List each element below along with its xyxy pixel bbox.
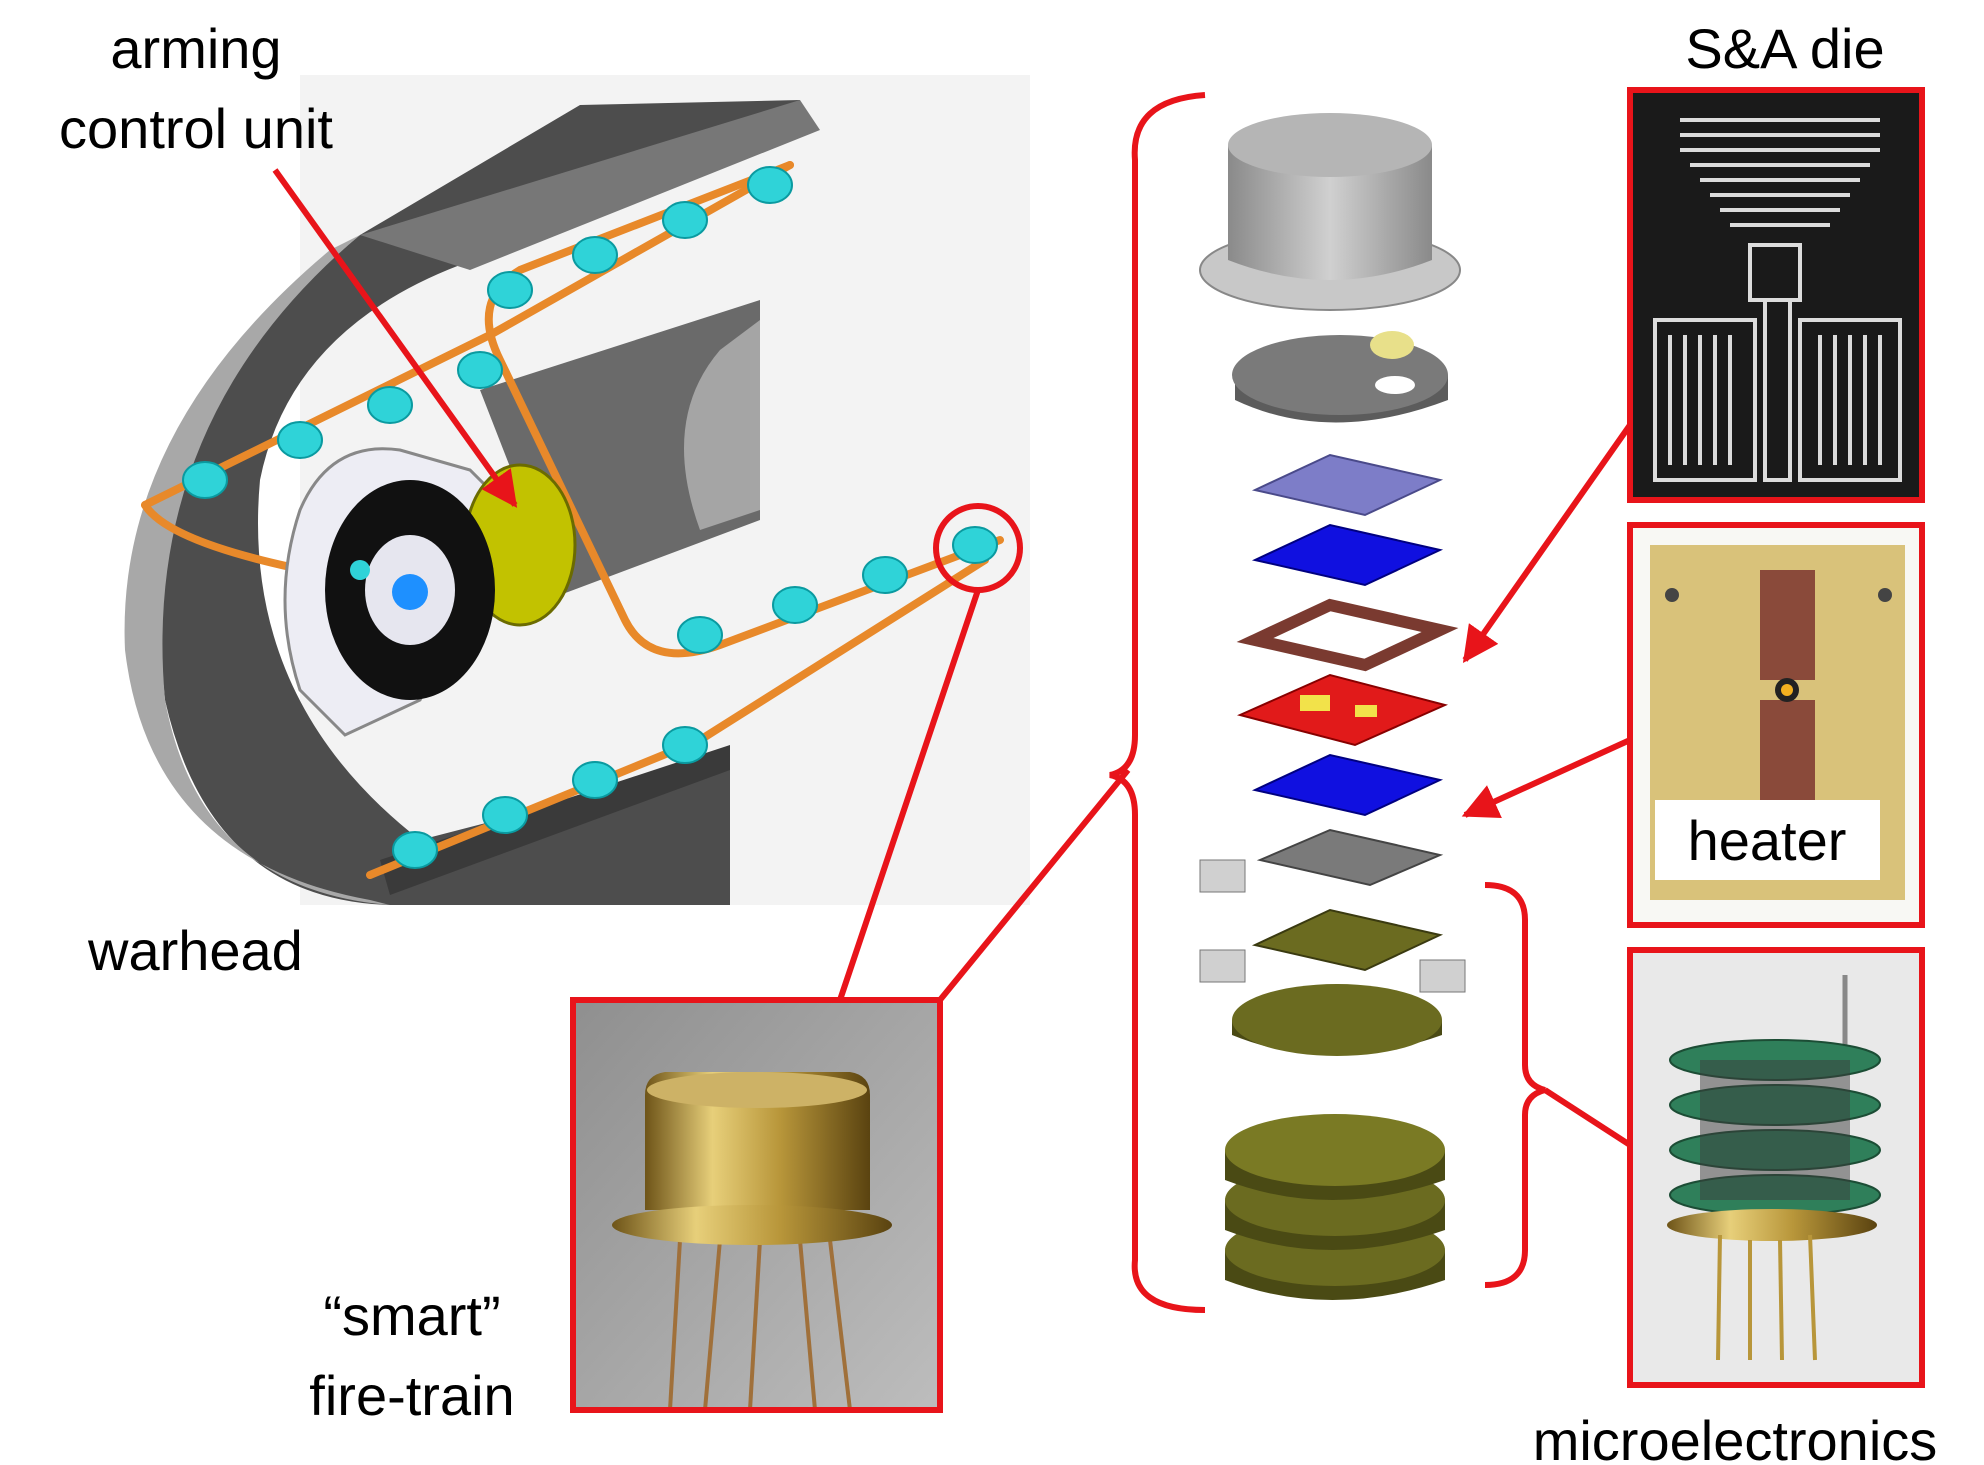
sa-die-photo bbox=[1627, 87, 1925, 503]
stack-clip-lower-right bbox=[1419, 959, 1466, 993]
microelectronics-label: microelectronics bbox=[1533, 1409, 1938, 1465]
sa-die-label: S&A die bbox=[1685, 17, 1884, 80]
arming-unit-arrow bbox=[272, 168, 518, 508]
stack-top-disc bbox=[1232, 331, 1448, 423]
stack-left-brace bbox=[1109, 92, 1206, 1313]
stack-layer-blue-2 bbox=[1251, 753, 1444, 817]
sa-die-arrow bbox=[1462, 423, 1633, 663]
stack-clip-lower-left bbox=[1199, 949, 1246, 983]
stack-clip-upper bbox=[1199, 859, 1246, 893]
stack-layer-olive-board bbox=[1251, 908, 1444, 972]
stack-cap bbox=[1199, 113, 1461, 311]
smart-fire-train-label-line1: “smart” bbox=[323, 1284, 500, 1347]
smart-fire-train-label-line2: fire-train bbox=[309, 1364, 514, 1427]
microelectronics-connector bbox=[1543, 1087, 1632, 1148]
stack-layer-grey bbox=[1256, 828, 1444, 887]
warhead-label: warhead bbox=[87, 919, 303, 982]
stack-layer-frame bbox=[1236, 598, 1459, 672]
stack-layer-purple bbox=[1251, 453, 1444, 517]
microelectronics-brace bbox=[1484, 882, 1546, 1288]
arming-control-unit-label-line2: control unit bbox=[59, 97, 333, 160]
heater-label: heater bbox=[1688, 809, 1847, 872]
stack-olive-disc bbox=[1232, 984, 1442, 1056]
arming-control-unit bbox=[283, 447, 577, 737]
zoom-line-right bbox=[937, 768, 1131, 1002]
zoom-line-left bbox=[837, 589, 981, 1001]
arming-control-unit-label-line1: arming bbox=[110, 17, 281, 80]
warhead-illustration bbox=[124, 75, 1030, 905]
fire-train-photo bbox=[570, 997, 943, 1413]
exploded-stack bbox=[1199, 113, 1466, 1300]
heater-photo: heater bbox=[1627, 522, 1925, 928]
heater-arrow bbox=[1461, 737, 1632, 818]
stack-layer-heater bbox=[1236, 673, 1449, 747]
detonator-pellets bbox=[182, 166, 998, 869]
stack-battery-cells bbox=[1225, 1114, 1445, 1300]
microelectronics-photo bbox=[1627, 947, 1925, 1388]
stack-layer-blue-1 bbox=[1251, 523, 1444, 587]
